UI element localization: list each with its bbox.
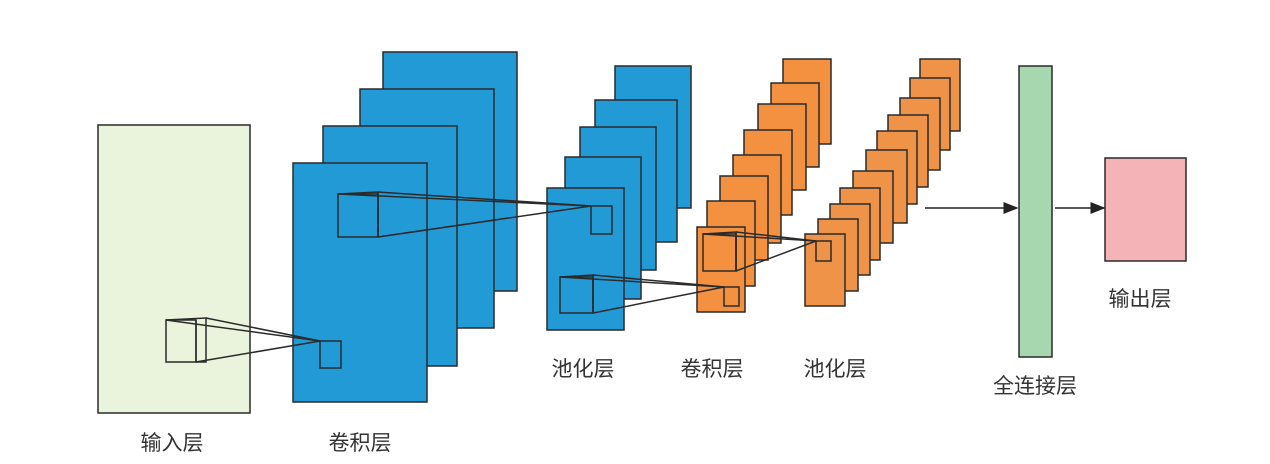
conv1-to-pool1-target-cell: [590, 205, 613, 235]
label-output-layer: 输出层: [1108, 287, 1172, 311]
input-to-conv1-projection-line: [195, 340, 321, 363]
conv2-to-pool2-projection-line: [735, 231, 817, 242]
label-conv-layer-2: 卷积层: [680, 357, 744, 381]
conv1-to-pool1-projection-line: [377, 205, 592, 238]
conv2-feature-map-1: [696, 226, 746, 313]
label-pool-layer-1: 池化层: [551, 357, 615, 381]
conv2-to-pool2-target-cell: [815, 240, 832, 262]
conv2-to-pool2-projection-line: [702, 233, 817, 242]
input-to-conv1-projection-line: [165, 319, 321, 342]
pool2-feature-map-1: [804, 233, 846, 307]
fully-connected-layer: [1018, 65, 1053, 358]
conv2-to-pool2-projection-line: [735, 240, 817, 272]
conv1-feature-map-1: [292, 162, 428, 403]
pool1-to-conv2-target-cell: [723, 286, 740, 307]
input-layer-map: [97, 124, 251, 414]
input-to-conv1-target-cell: [319, 340, 342, 369]
output-layer-box: [1104, 157, 1187, 262]
conv1-to-pool1-projection-line: [377, 191, 592, 207]
conv1-to-pool1-projection-line: [337, 193, 592, 207]
label-pool-layer-2: 池化层: [803, 357, 867, 381]
label-fully-connected-layer: 全连接层: [993, 374, 1077, 398]
pool1-to-conv2-projection-line: [559, 276, 725, 288]
input-to-conv1-kernel-side: [165, 317, 207, 363]
label-input-layer: 输入层: [140, 431, 204, 455]
label-conv-layer-1: 卷积层: [328, 431, 392, 455]
pool1-to-conv2-projection-line: [592, 274, 725, 288]
pool1-to-conv2-projection-line: [592, 286, 725, 314]
input-to-conv1-projection-line: [205, 317, 321, 342]
